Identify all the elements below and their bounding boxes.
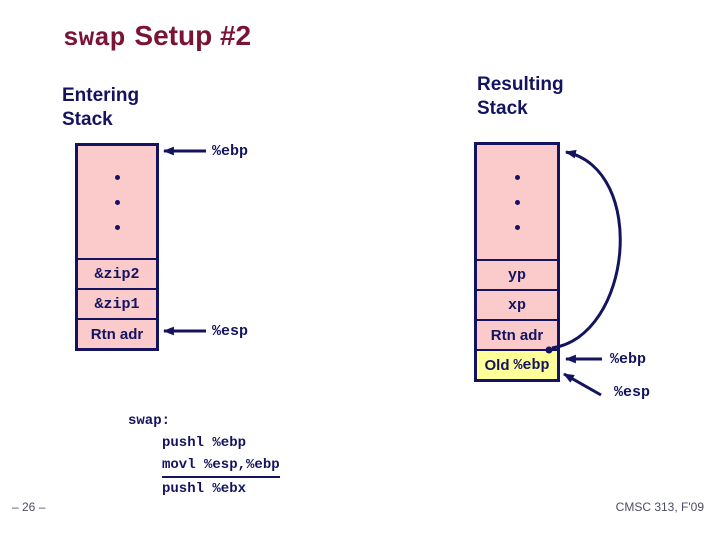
esp-arrow-resulting (563, 372, 602, 397)
esp-pointer-label-entering: %esp (212, 323, 249, 340)
old-ebp-to-top-curve-arrow (551, 149, 622, 350)
ebp-pointer-label-entering: %ebp (212, 143, 249, 160)
title-rest: Setup #2 (134, 20, 252, 51)
assembly-code-block: swap: pushl %ebp movl %esp,%ebp pushl %e… (128, 410, 280, 500)
resulting-stack-cell-rtn-adr: Rtn adr (477, 319, 557, 349)
old-ebp-word: Old (484, 356, 510, 374)
resulting-stack-cell-old-ebp: Old %ebp (477, 349, 557, 379)
entering-stack-cell-zip1: &zip1 (78, 288, 156, 318)
title-code-word: swap (63, 23, 126, 53)
page-title: swap Setup #2 (63, 16, 251, 53)
entering-stack-ellipsis-cell (78, 146, 156, 258)
entering-stack-cell-rtn-adr: Rtn adr (78, 318, 156, 348)
old-ebp-register: %ebp (513, 356, 550, 374)
code-line-pushl-ebp: pushl %ebp (162, 435, 247, 451)
resulting-stack-cell-xp: xp (477, 289, 557, 319)
code-line-movl-underlined: movl %esp,%ebp (162, 454, 280, 478)
entering-stack-heading: Entering Stack (62, 85, 140, 130)
ellipsis-dot (114, 199, 120, 205)
slide-number: – 26 – (12, 500, 46, 514)
code-line-pushl-ebx: pushl %ebx (162, 481, 247, 497)
esp-pointer-label-resulting: %esp (614, 384, 651, 401)
ellipsis-dot (514, 224, 520, 230)
ellipsis-dot (114, 174, 120, 180)
ellipsis-dot (114, 224, 120, 230)
ellipsis-dot (514, 174, 520, 180)
course-label: CMSC 313, F'09 (615, 500, 704, 514)
entering-stack-diagram: &zip2 &zip1 Rtn adr (75, 143, 159, 351)
code-line-swap-label: swap: (128, 413, 171, 429)
resulting-stack-ellipsis-cell (477, 145, 557, 259)
ebp-pointer-label-resulting: %ebp (610, 351, 647, 368)
resulting-stack-heading: Resulting Stack (477, 74, 564, 119)
resulting-stack-diagram: yp xp Rtn adr Old %ebp (474, 142, 560, 382)
resulting-stack-cell-yp: yp (477, 259, 557, 289)
ellipsis-dot (514, 199, 520, 205)
entering-stack-cell-zip2: &zip2 (78, 258, 156, 288)
